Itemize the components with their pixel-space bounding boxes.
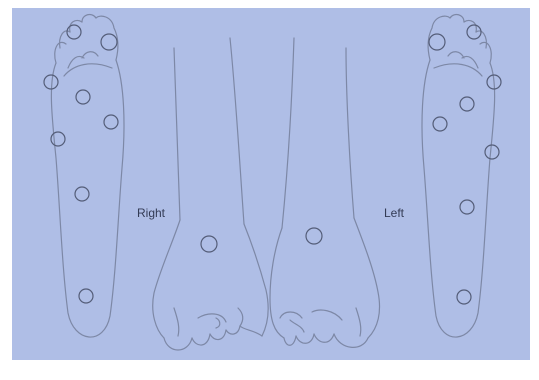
left-sole-outline-icon [422, 15, 495, 338]
left-sole-marker-4 [460, 97, 474, 111]
right-foot-label: Right [137, 206, 165, 220]
right-sole-marker-4 [76, 90, 90, 104]
right-foot-front-outline-icon [153, 38, 268, 350]
left-foot-front-marker [306, 228, 322, 244]
left-sole-marker-6 [485, 145, 499, 159]
right-sole-marker-7 [75, 187, 89, 201]
left-sole-marker-1 [429, 34, 445, 50]
right-sole-marker-5 [104, 115, 118, 129]
left-sole-markers [429, 25, 501, 304]
left-foot-front-outline-icon [270, 38, 380, 347]
left-foot-label: Left [384, 206, 404, 220]
right-sole-marker-8 [79, 289, 93, 303]
left-sole-marker-5 [433, 117, 447, 131]
right-foot-front-marker [201, 236, 217, 252]
left-sole-marker-2 [467, 25, 481, 39]
right-sole-marker-3 [44, 75, 58, 89]
right-sole-marker-2 [101, 34, 117, 50]
foot-diagram [12, 8, 530, 360]
foot-diagram-panel: Right Left [12, 8, 530, 360]
right-sole-marker-6 [51, 132, 65, 146]
left-sole-marker-7 [460, 200, 474, 214]
left-sole-marker-8 [457, 290, 471, 304]
